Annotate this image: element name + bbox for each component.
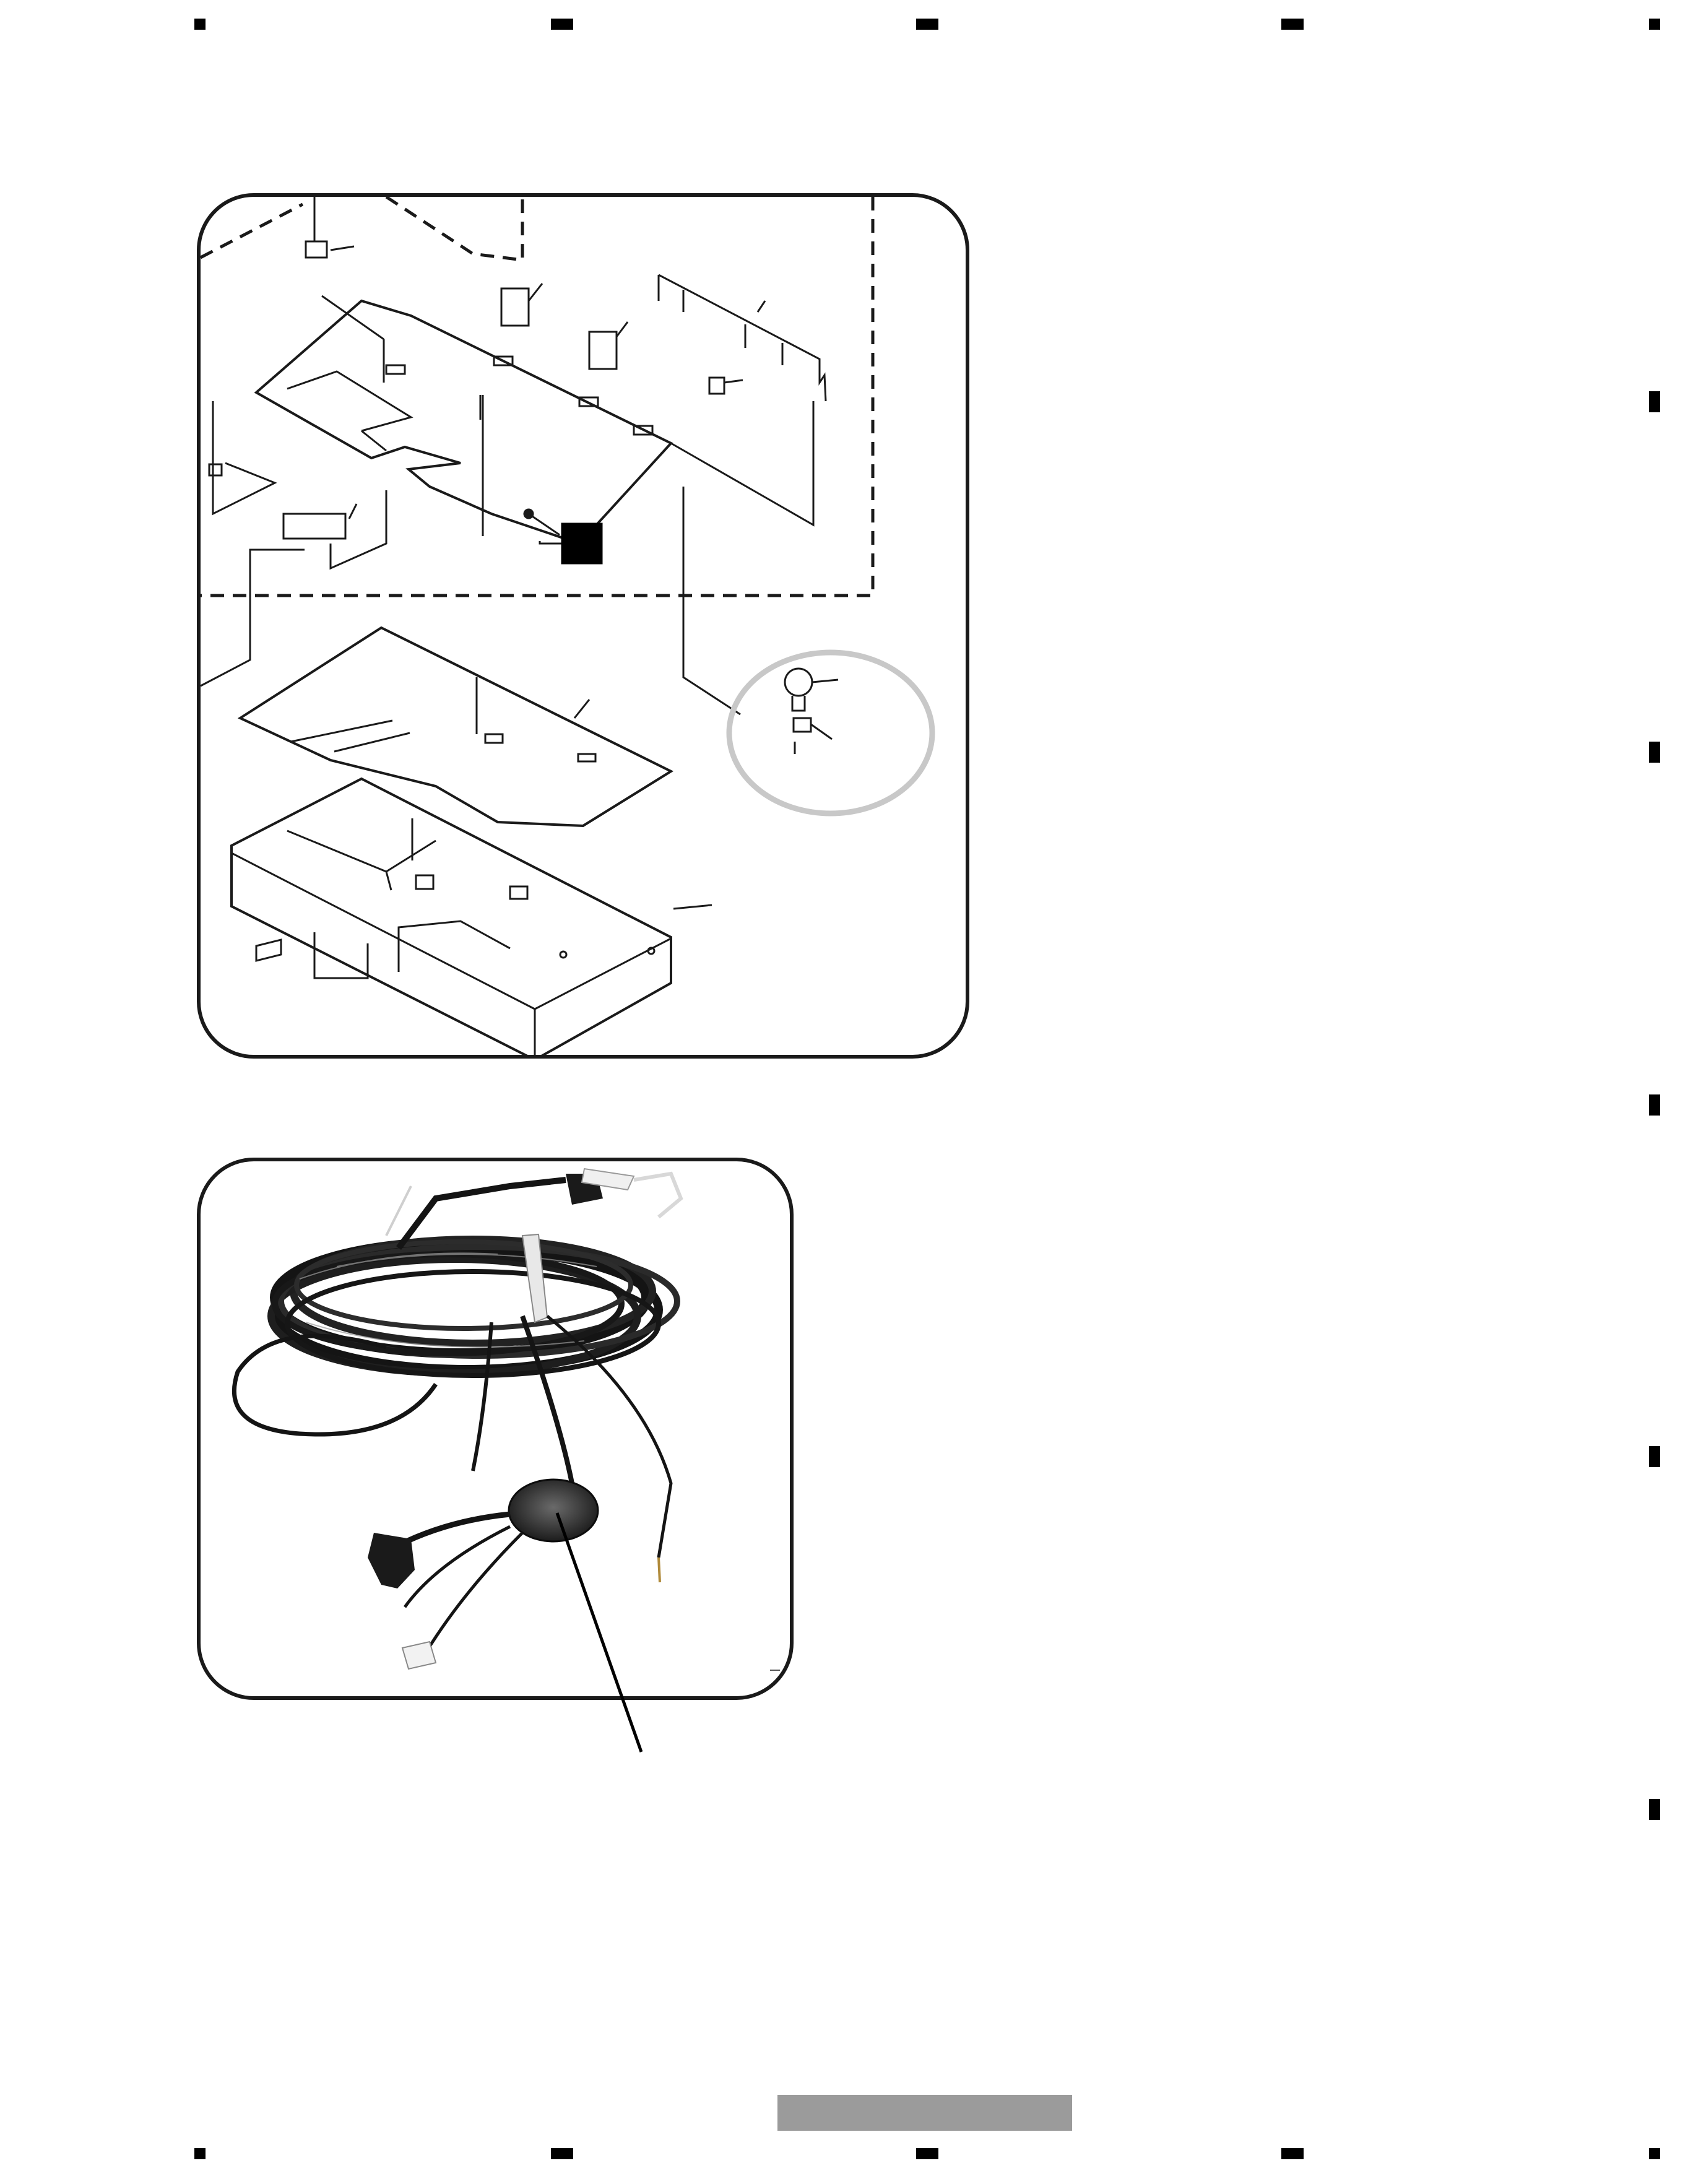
registration-mark-bottom-2 [551, 2148, 573, 2159]
registration-mark-top-4 [1281, 19, 1304, 30]
registration-mark-top-1 [194, 19, 206, 30]
registration-mark-bottom-3 [916, 2148, 938, 2159]
footer-label [777, 2095, 1072, 2131]
chassis-base [230, 777, 672, 1055]
dashed-connector-outline [385, 197, 524, 262]
connector-part-2 [500, 287, 530, 327]
connector-part-3 [588, 331, 618, 370]
shield-plate [237, 626, 674, 828]
exploded-view-drawing [201, 197, 935, 1055]
registration-mark-top-2 [551, 19, 573, 30]
side-mark-4 [1649, 1446, 1660, 1467]
main-pcb [254, 299, 673, 545]
bracket-part [657, 274, 827, 402]
washer-part [792, 717, 812, 733]
exploded-view-panel [197, 193, 969, 1059]
cable-photo-panel [197, 1158, 794, 1700]
dashed-assembly-boundary [201, 197, 875, 597]
connector-part-5 [208, 463, 223, 477]
side-mark-2 [1649, 742, 1660, 763]
cable-harness-photo [232, 1168, 780, 1671]
chassis-clip [255, 938, 282, 962]
highlight-circle [726, 649, 935, 817]
connector-part-6 [282, 513, 347, 540]
registration-mark-top-5 [1649, 19, 1660, 30]
side-mark-5 [1649, 1799, 1660, 1820]
screw-part [784, 667, 813, 697]
small-white-connector [401, 1640, 437, 1670]
connector-part-1 [305, 240, 328, 259]
angled-connector [368, 1533, 415, 1588]
side-mark-1 [1649, 391, 1660, 412]
registration-mark-bottom-1 [194, 2148, 206, 2159]
side-mark-3 [1649, 1094, 1660, 1116]
reference-box [561, 522, 603, 565]
connector-part-4 [708, 376, 725, 395]
ferrite-core [508, 1478, 599, 1543]
cable-coil [267, 1236, 680, 1378]
registration-mark-bottom-5 [1649, 2148, 1660, 2159]
white-plug [581, 1168, 635, 1191]
registration-mark-bottom-4 [1281, 2148, 1304, 2159]
footer-bar [777, 2095, 1072, 2131]
registration-mark-top-3 [916, 19, 938, 30]
